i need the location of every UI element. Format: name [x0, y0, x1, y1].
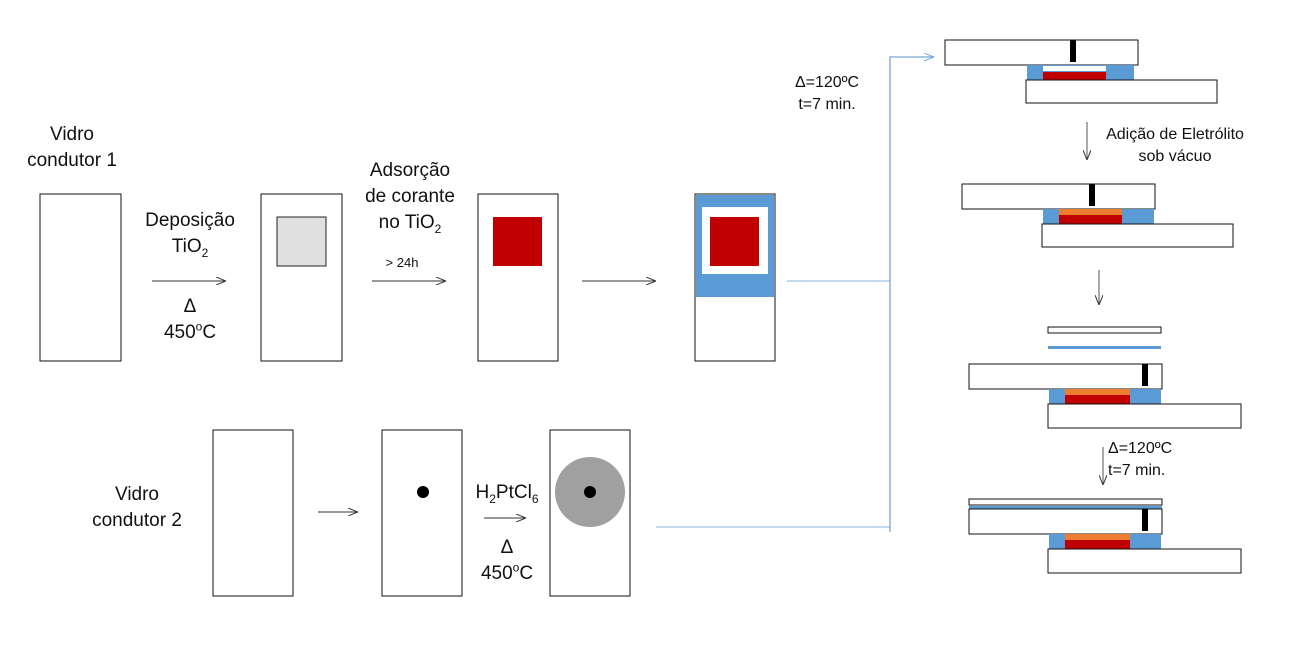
seal2-conditions: Δ=120ºC t=7 min.: [1108, 438, 1208, 482]
assembly-1: [944, 39, 1218, 104]
electrolyte-label: Adição de Eletrólito sob vácuo: [1095, 124, 1255, 168]
connector-vertical: [889, 57, 934, 532]
dye-layer-sealed: [710, 217, 759, 266]
glass-hole-plate: [381, 429, 463, 597]
platinum-conditions: Δ 450oC: [462, 535, 552, 587]
seal-temp: Δ=120ºC: [794, 74, 860, 91]
adsorption-line3: no TiO2: [378, 212, 442, 236]
temp-450: 450oC: [163, 319, 217, 343]
tio2-formula: TiO2: [171, 236, 209, 260]
glass-1-label: Vidro condutor 1: [22, 122, 122, 174]
tio2-layer: [276, 216, 327, 267]
delta-symbol: Δ: [183, 296, 197, 317]
deposition-word: Deposição: [145, 210, 235, 231]
deposition-label: Deposição TiO2: [130, 208, 250, 260]
seal2-time: t=7 min.: [1108, 462, 1166, 479]
glass-2-label: Vidro condutor 2: [82, 482, 192, 534]
glass-2-label-line1: Vidro: [114, 484, 159, 505]
delta-symbol-2: Δ: [500, 537, 514, 558]
electrolyte-line2: sob vácuo: [1138, 148, 1212, 165]
seal2-temp: Δ=120ºC: [1108, 440, 1173, 457]
glass-1-label-line2: condutor 1: [27, 150, 117, 171]
glass-1-label-line1: Vidro: [49, 124, 94, 145]
hole-dot-platinum: [584, 486, 596, 498]
assembly-3: [968, 326, 1242, 429]
h2ptcl6-label: H2PtCl6: [475, 482, 539, 506]
seal-conditions: Δ=120ºC t=7 min.: [772, 72, 882, 116]
adsorption-time: > 24h: [385, 255, 419, 270]
hole-dot: [417, 486, 429, 498]
glass-2-label-line2: condutor 2: [92, 510, 182, 531]
deposition-conditions: Δ 450oC: [130, 294, 250, 346]
adsorption-line2: de corante: [365, 186, 455, 207]
seal-time: t=7 min.: [798, 96, 856, 113]
assembly-4: [968, 498, 1242, 574]
glass-2-plate: [212, 429, 294, 597]
adsorption-line1: Adsorção: [369, 160, 451, 181]
assembly-2: [961, 183, 1234, 248]
glass-1-plate: [39, 193, 122, 362]
temp-450-2: 450oC: [480, 560, 534, 584]
adsorption-label: Adsorção de corante no TiO2: [345, 158, 475, 236]
electrolyte-line1: Adição de Eletrólito: [1106, 126, 1244, 143]
dye-layer: [493, 217, 542, 266]
